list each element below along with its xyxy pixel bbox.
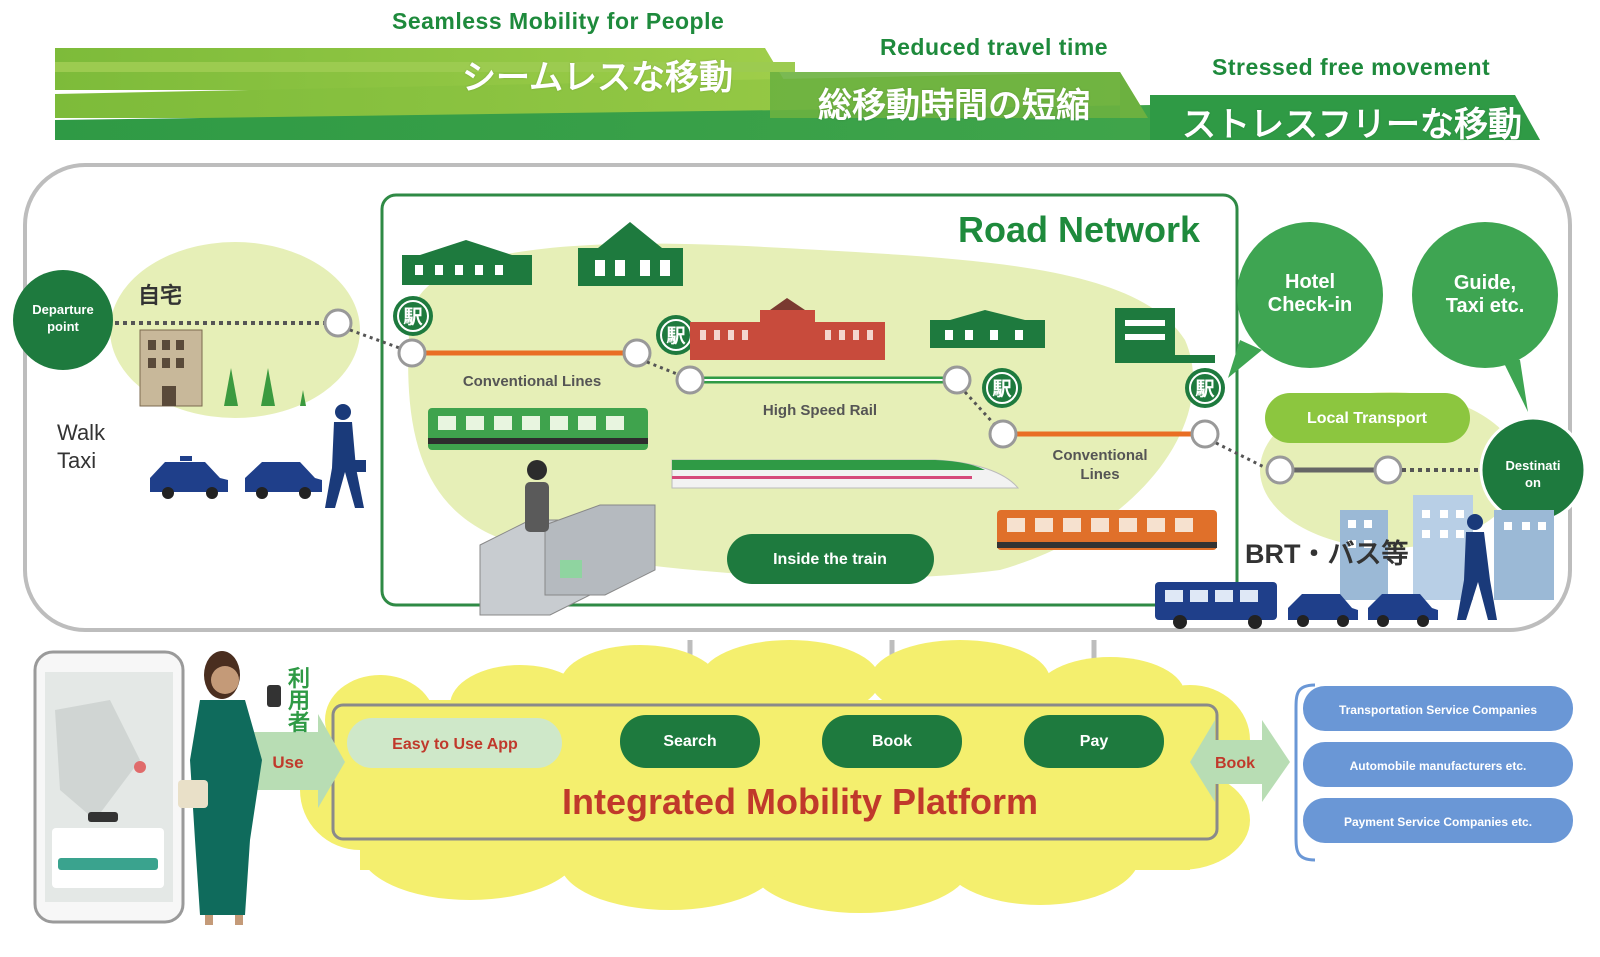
orange-train-icon	[997, 510, 1217, 550]
walking-person-icon	[325, 404, 366, 508]
brt-label: BRT・バス等	[1245, 538, 1409, 569]
band-3-japanese: ストレスフリーな移動	[1182, 106, 1522, 144]
book-label: Book	[872, 733, 912, 750]
home-label: 自宅	[138, 283, 182, 308]
high-speed-rail-label: High Speed Rail	[763, 402, 877, 419]
guide-bubble	[1412, 222, 1558, 412]
easy-app-label: Easy to Use App	[392, 736, 518, 753]
journey-panel: Departure 自宅 Walk Taxi Road Network 駅 駅 …	[13, 163, 1587, 632]
band-2-english: Reduced travel time	[880, 34, 1109, 60]
easy-app-pill	[347, 718, 562, 768]
pay-button-shape	[1024, 715, 1164, 768]
commuter-train-icon	[428, 408, 648, 450]
taxi-label: Taxi	[57, 448, 96, 473]
platform-cloud	[300, 640, 1250, 913]
hotel-label-1: Hotel	[1285, 271, 1335, 293]
header-bands	[55, 48, 1540, 140]
smartphone-icon	[33, 650, 185, 924]
companies-bracket	[1294, 683, 1316, 862]
city-car-icon	[1288, 594, 1438, 627]
use-arrow	[235, 714, 345, 808]
book-arrow	[1190, 720, 1290, 802]
station-kanji-1: 駅	[402, 306, 423, 328]
walk-label: Walk	[57, 420, 106, 445]
commuter-person-icon	[525, 460, 549, 532]
search-button-shape	[620, 715, 760, 768]
shinkansen-icon	[671, 459, 1020, 489]
departure-label-1: Departure	[32, 302, 93, 317]
station-marker-3	[982, 368, 1022, 408]
ticket-gate-icon	[479, 504, 656, 616]
local-transport-pill	[1265, 393, 1470, 443]
book-arrow-label: Book	[1215, 755, 1255, 772]
departure-circle	[13, 270, 113, 370]
station-building-icon	[402, 222, 1215, 363]
station-kanji-2: 駅	[665, 325, 686, 347]
conventional-lines-label-1: Conventional Lines	[463, 373, 601, 390]
departure-label-second-line: point	[47, 319, 79, 334]
use-label: Use	[272, 753, 303, 772]
car-icon	[245, 462, 322, 499]
bus-icon	[1155, 582, 1277, 629]
local-transport-label: Local Transport	[1307, 410, 1428, 427]
company-box-1	[1303, 686, 1573, 731]
conventional-lines-label-2b: Lines	[1080, 466, 1119, 483]
home-building-icon	[139, 329, 203, 407]
inside-train-label: Inside the train	[773, 551, 887, 568]
tree-icon	[224, 368, 306, 406]
user-label-jp: 利用者	[288, 666, 311, 735]
platform-panel: Use Easy to Use App Search Book Pay Inte…	[33, 640, 1573, 925]
destination-label-2: on	[1525, 475, 1541, 490]
company-box-3	[1303, 798, 1573, 843]
station-marker-1	[393, 296, 433, 336]
station-marker-4	[1185, 368, 1225, 408]
pay-label: Pay	[1080, 733, 1109, 750]
guide-label-2: Taxi etc.	[1446, 295, 1525, 317]
road-network-title: Road Network	[958, 209, 1201, 250]
company-box-2	[1303, 742, 1573, 787]
hotel-label-2: Check-in	[1268, 294, 1352, 316]
station-kanji-4: 駅	[1194, 378, 1215, 400]
guide-label-1: Guide,	[1454, 272, 1516, 294]
company-label-2: Automobile manufacturers etc.	[1350, 759, 1527, 773]
destination-label-1: Destinati	[1506, 458, 1561, 473]
taxi-icon	[150, 456, 228, 499]
band-1-japanese: シームレスな移動	[462, 59, 733, 97]
band-2-japanese: 総移動時間の短縮	[818, 87, 1090, 125]
station-kanji-3: 駅	[991, 378, 1012, 400]
tokyo-station-icon	[690, 298, 885, 360]
search-label: Search	[663, 733, 716, 750]
conventional-lines-label-2a: Conventional	[1052, 447, 1147, 464]
platform-title: Integrated Mobility Platform	[562, 781, 1038, 822]
city-buildings-icon	[1340, 495, 1554, 600]
book-button-shape	[822, 715, 962, 768]
band-1-english: Seamless Mobility for People	[392, 8, 725, 34]
company-label-3: Payment Service Companies etc.	[1344, 815, 1532, 829]
user-person-icon	[178, 651, 281, 925]
inside-train-pill	[727, 534, 934, 584]
company-label-1: Transportation Service Companies	[1339, 703, 1537, 717]
business-person-icon	[1457, 514, 1497, 620]
band-3-english: Stressed free movement	[1212, 54, 1491, 80]
hotel-bubble	[1228, 222, 1383, 378]
